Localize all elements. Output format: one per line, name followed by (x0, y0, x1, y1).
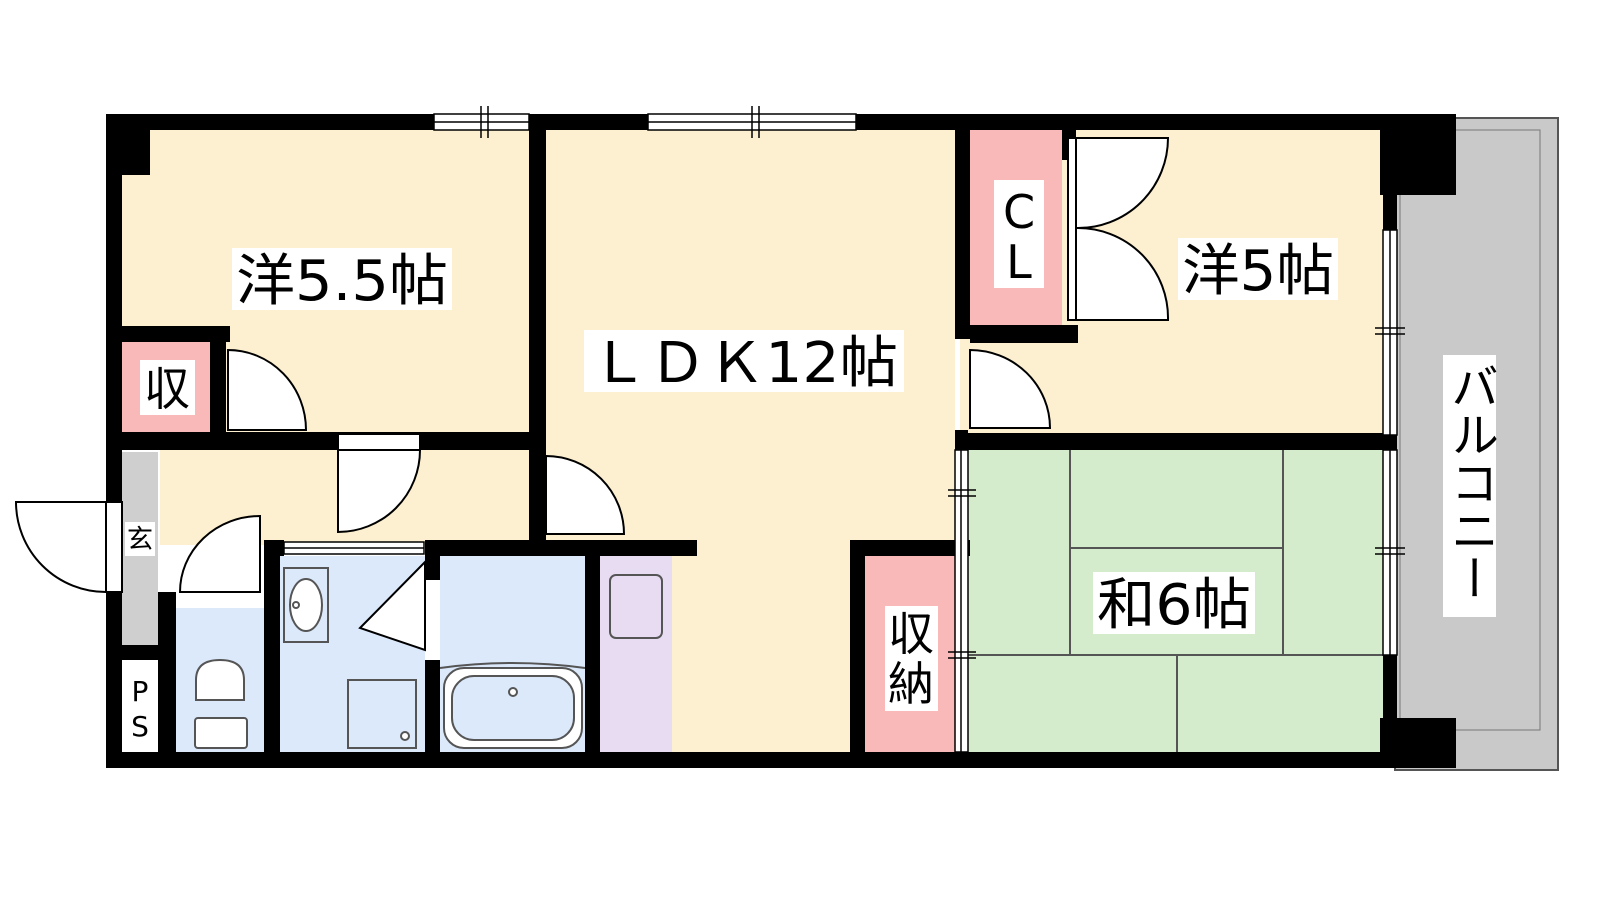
ldk-label-bg (584, 330, 904, 392)
storage-closet-label-2: 納 (888, 657, 934, 711)
closet-cl-label-l: L (1006, 235, 1032, 289)
toilet-fixture (194, 658, 248, 749)
storage-small-label-bg (140, 360, 195, 415)
washbasin-fixture (283, 567, 329, 643)
closet-cl-label-bg (994, 180, 1044, 288)
western-room-2-label: 洋5帖 (1182, 239, 1334, 304)
pipe-space-label-s: S (131, 710, 149, 743)
japanese-room-label: 和6帖 (1097, 573, 1251, 638)
ldk-label: ＬＤＫ12帖 (590, 331, 898, 396)
closet-cl-label-c: C (1003, 185, 1035, 239)
entrance-label: 玄 (127, 525, 153, 555)
tatami-lines (968, 450, 1385, 752)
japanese-room-label-bg (1093, 572, 1255, 634)
western-room-2-label-bg (1178, 238, 1338, 300)
balcony-label: バルコニー (1442, 362, 1498, 602)
pipe-space-label-p: P (132, 675, 149, 708)
entrance-label-bg (125, 522, 155, 556)
bathtub-fixture (439, 662, 586, 749)
windows (283, 106, 1405, 753)
storage-closet-label-bg (885, 606, 938, 711)
doors (14, 137, 1170, 652)
washing-machine-space (347, 679, 417, 749)
western-room-1-label-bg (232, 248, 452, 310)
pipe-space-floor (122, 660, 158, 752)
balcony-label-bg (1443, 355, 1496, 617)
fridge-fixture (609, 574, 663, 639)
walls (106, 114, 1456, 768)
storage-small-label: 収 (144, 362, 190, 416)
western-room-1-label: 洋5.5帖 (236, 249, 448, 314)
storage-closet-label-1: 収 (888, 607, 934, 661)
